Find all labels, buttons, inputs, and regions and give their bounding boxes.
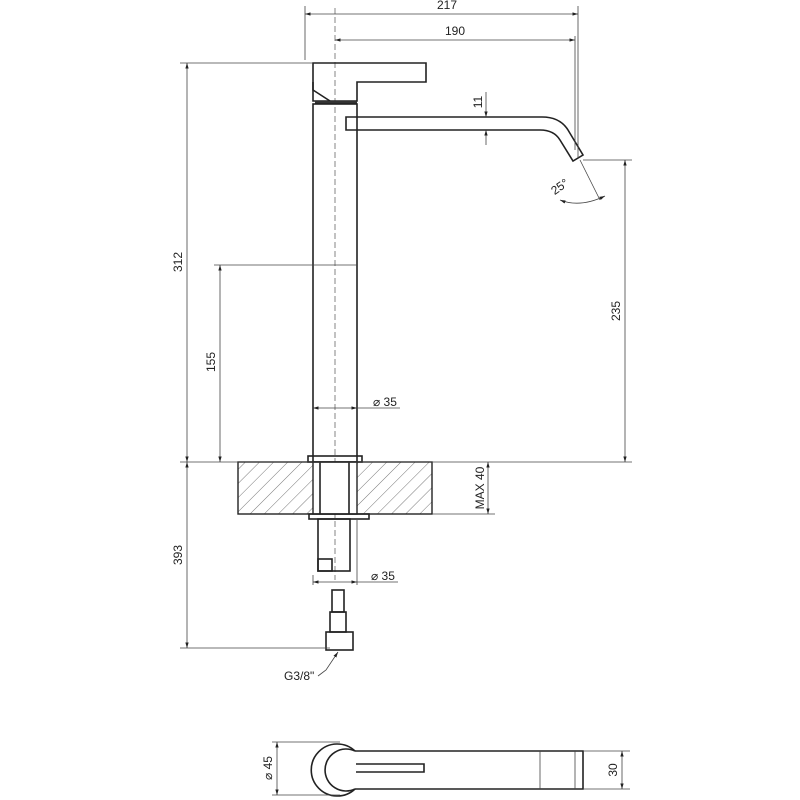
dimension-lines <box>180 6 632 677</box>
dim-spout-thickness: 11 <box>471 95 485 108</box>
dim-spout-height: 235 <box>609 301 623 321</box>
lever-handle <box>312 62 427 102</box>
dim-max-deck: MAX 40 <box>473 466 487 509</box>
dim-total-height: 312 <box>171 252 185 272</box>
faucet-top-view <box>310 743 584 797</box>
dim-overall-reach: 217 <box>437 0 457 12</box>
dim-spout-angle: 25° <box>548 176 571 198</box>
dim-shank-diameter: ⌀ 35 <box>371 569 395 583</box>
dim-below-deck: 393 <box>171 545 185 565</box>
dim-lever-height: 155 <box>204 352 218 372</box>
dim-top-diameter: ⌀ 45 <box>261 756 275 780</box>
dim-body-diameter: ⌀ 35 <box>373 395 397 409</box>
dim-spout-width: 30 <box>606 763 620 777</box>
spout <box>345 116 585 163</box>
shank <box>317 518 351 572</box>
connector-hose <box>325 589 354 651</box>
dim-spout-reach: 190 <box>445 24 465 38</box>
faucet-side-view <box>312 62 585 463</box>
connection-thread: G3/8" <box>284 669 314 683</box>
